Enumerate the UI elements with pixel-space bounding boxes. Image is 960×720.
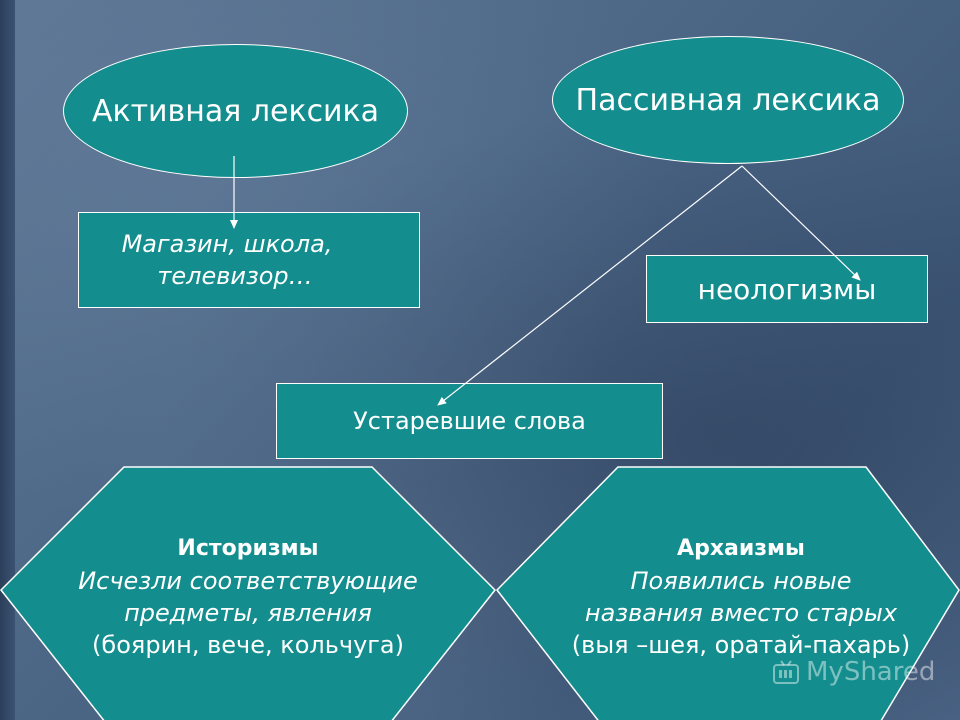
myshared-logo-icon — [773, 660, 799, 684]
passive-vocabulary-label: Пассивная лексика — [575, 82, 881, 118]
historisms-line3: (боярин, вече, кольчуга) — [92, 631, 404, 659]
active-vocabulary-ellipse: Активная лексика — [63, 44, 408, 178]
historisms-line1: Исчезли соответствующие — [78, 567, 418, 595]
archaisms-line2: названия вместо старых — [584, 599, 898, 627]
active-examples-line2: телевизор… — [157, 262, 313, 290]
obsolete-words-box: Устаревшие слова — [276, 383, 663, 459]
neologisms-label: неологизмы — [697, 272, 877, 306]
left-edge-stripe — [0, 0, 15, 720]
watermark-text: MyShared — [806, 657, 936, 687]
archaisms-hexagon: Архаизмы Появились новые названия вместо… — [496, 466, 960, 720]
historisms-hexagon-shape — [0, 466, 496, 720]
myshared-watermark: MyShared — [772, 657, 935, 687]
neologisms-box: неологизмы — [646, 255, 928, 323]
archaisms-title: Архаизмы — [677, 536, 805, 561]
obsolete-words-label: Устаревшие слова — [353, 407, 586, 435]
active-examples-box: Магазин, школа, телевизор… — [78, 212, 420, 308]
passive-vocabulary-ellipse: Пассивная лексика — [552, 36, 904, 164]
active-examples-line1: Магазин, школа, — [121, 230, 333, 258]
active-vocabulary-label: Активная лексика — [91, 93, 380, 129]
archaisms-hexagon-shape — [496, 466, 960, 720]
archaisms-line1: Появились новые — [630, 567, 852, 595]
historisms-line2: предметы, явления — [124, 599, 372, 627]
historisms-hexagon: Историзмы Исчезли соответствующие предме… — [0, 466, 496, 720]
archaisms-line3: (выя –шея, оратай-пахарь) — [571, 631, 911, 659]
historisms-title: Историзмы — [177, 536, 319, 561]
